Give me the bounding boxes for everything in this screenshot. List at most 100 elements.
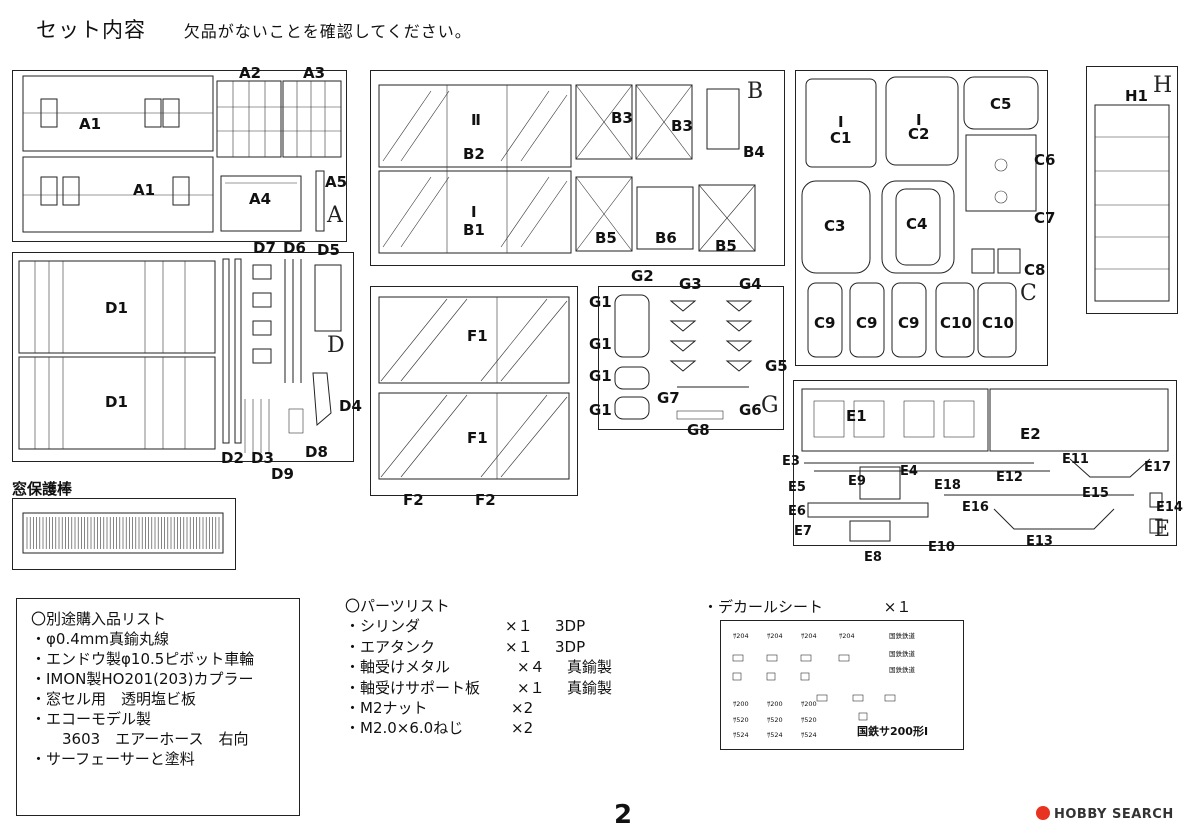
sheet-g-drawing bbox=[614, 294, 753, 420]
decal-tag: 国鉄鉄道 bbox=[889, 650, 915, 658]
page-number: 2 bbox=[614, 800, 633, 830]
label-c7: C7 bbox=[1034, 209, 1056, 227]
part-name: ・M2ナット bbox=[345, 699, 428, 718]
part-note: 真鍮製 bbox=[567, 658, 613, 677]
label-d3: D3 bbox=[251, 449, 274, 467]
window-guard-sheet bbox=[12, 498, 236, 570]
decal-code: ｻ524 bbox=[767, 731, 783, 739]
label-g3: G3 bbox=[679, 275, 702, 293]
part-name: ・シリンダ bbox=[345, 617, 421, 636]
label-e9: E9 bbox=[848, 474, 866, 489]
label-a1-top: A1 bbox=[79, 115, 102, 133]
label-g1-2: G1 bbox=[589, 335, 612, 353]
label-a4: A4 bbox=[249, 190, 272, 208]
sheet-a: A1 A1 A2 A3 A4 A5 A bbox=[12, 66, 348, 242]
sheet-e-drawing bbox=[801, 388, 1169, 542]
part-qty: ×１ bbox=[505, 617, 533, 636]
decal-code: ｻ204 bbox=[767, 632, 783, 640]
label-d6: D6 bbox=[283, 239, 306, 257]
label-d7: D7 bbox=[253, 239, 276, 257]
purchase-item: 3603 エアーホース 右向 bbox=[47, 730, 249, 748]
purchase-list-box: 〇別途購入品リスト ・φ0.4mm真鍮丸線 ・エンドウ製φ10.5ピボット車輪 … bbox=[16, 598, 300, 816]
decal-code: ｻ200 bbox=[767, 700, 783, 708]
sheet-h-letter: H bbox=[1153, 73, 1173, 98]
part-qty: ×１ bbox=[517, 678, 545, 697]
decal-code: ｻ520 bbox=[733, 716, 749, 724]
label-c2: C2 bbox=[908, 125, 930, 143]
label-e8: E8 bbox=[864, 550, 882, 565]
label-e2: E2 bbox=[1020, 425, 1041, 443]
watermark-logo-icon bbox=[1036, 806, 1050, 820]
label-c5: C5 bbox=[990, 95, 1012, 113]
label-f2-right: F2 bbox=[475, 491, 496, 509]
sheet-b-drawing bbox=[378, 84, 756, 254]
mark-b2: Ⅱ bbox=[471, 111, 481, 129]
sheet-c-drawing bbox=[801, 76, 1039, 358]
decal-code: ｻ520 bbox=[801, 716, 817, 724]
purchase-item: ・IMON製HO201(203)カプラー bbox=[31, 670, 254, 688]
label-d4: D4 bbox=[339, 397, 362, 415]
part-name: ・軸受けメタル bbox=[345, 658, 451, 677]
decal-marks bbox=[732, 654, 896, 721]
parts-list-title: 〇パーツリスト bbox=[345, 597, 450, 615]
label-e17: E17 bbox=[1144, 460, 1171, 475]
part-name: ・M2.0×6.0ねじ bbox=[345, 719, 464, 738]
parts-row: ・M2.0×6.0ねじ×2 bbox=[345, 718, 612, 738]
label-c9-3: C9 bbox=[898, 314, 920, 332]
label-e15: E15 bbox=[1082, 486, 1109, 501]
label-b5-left: B5 bbox=[595, 229, 617, 247]
label-h1: H1 bbox=[1125, 87, 1148, 105]
label-d9: D9 bbox=[271, 465, 294, 483]
parts-row: ・シリンダ ×１ 3DP bbox=[345, 616, 612, 636]
label-d8: D8 bbox=[305, 443, 328, 461]
sheet-e-letter: E bbox=[1154, 517, 1171, 542]
decal-code: ｻ524 bbox=[733, 731, 749, 739]
sheet-g: G2 G3 G4 G1 G1 G1 G1 G5 G7 G6 G G8 bbox=[589, 269, 788, 438]
label-e5: E5 bbox=[788, 480, 806, 495]
label-e11: E11 bbox=[1062, 452, 1089, 467]
part-note: 3DP bbox=[555, 617, 586, 636]
label-a5: A5 bbox=[325, 173, 348, 191]
mark-c1: Ⅰ bbox=[838, 113, 844, 131]
heading-title: セット内容 bbox=[36, 18, 146, 42]
heading-note: 欠品がないことを確認してください。 bbox=[183, 22, 472, 41]
label-e18: E18 bbox=[934, 478, 961, 493]
window-guard-label: 窓保護棒 bbox=[12, 480, 73, 498]
sheet-g-letter: G bbox=[761, 393, 779, 418]
purchase-item: ・窓セル用 透明塩ビ板 bbox=[31, 690, 197, 708]
watermark-text: HOBBY SEARCH bbox=[1054, 807, 1174, 822]
label-e1: E1 bbox=[846, 407, 867, 425]
label-g6: G6 bbox=[739, 401, 762, 419]
label-a3: A3 bbox=[303, 64, 326, 82]
decal-code: ｻ204 bbox=[733, 632, 749, 640]
label-e10: E10 bbox=[928, 540, 955, 555]
watermark: HOBBY SEARCH bbox=[1036, 806, 1174, 822]
label-g4: G4 bbox=[739, 275, 762, 293]
label-d1-top: D1 bbox=[105, 299, 128, 317]
label-c3: C3 bbox=[824, 217, 846, 235]
sheet-d-drawing bbox=[18, 258, 342, 453]
part-note: 真鍮製 bbox=[567, 678, 613, 697]
label-g5: G5 bbox=[765, 357, 788, 375]
label-b1: B1 bbox=[463, 221, 485, 239]
label-c8: C8 bbox=[1024, 261, 1046, 279]
label-d2: D2 bbox=[221, 449, 244, 467]
label-c1: C1 bbox=[830, 129, 852, 147]
label-e3: E3 bbox=[782, 454, 800, 469]
decal-code: ｻ204 bbox=[801, 632, 817, 640]
sheet-e: E1 E2 E3 E4 E5 E9 E18 E12 E11 E17 E15 E1… bbox=[782, 380, 1183, 564]
label-b2: B2 bbox=[463, 145, 485, 163]
label-e13: E13 bbox=[1026, 534, 1053, 549]
decal-code: ｻ520 bbox=[767, 716, 783, 724]
label-b3-left: B3 bbox=[611, 109, 633, 127]
label-g1-3: G1 bbox=[589, 367, 612, 385]
label-b4: B4 bbox=[743, 143, 765, 161]
label-g2: G2 bbox=[631, 267, 654, 285]
purchase-item: ・エコーモデル製 bbox=[31, 710, 152, 728]
label-b3-right: B3 bbox=[671, 117, 693, 135]
decal-sheet: ｻ204 ｻ204 ｻ204 ｻ204 国鉄鉄道 国鉄鉄道 国鉄鉄道 ｻ200 … bbox=[720, 620, 964, 750]
sheet-d: D1 D1 D7 D6 D5 D D4 D8 D2 D3 D9 bbox=[12, 241, 362, 482]
part-note: 3DP bbox=[555, 637, 586, 656]
sheet-a-letter: A bbox=[327, 203, 343, 228]
